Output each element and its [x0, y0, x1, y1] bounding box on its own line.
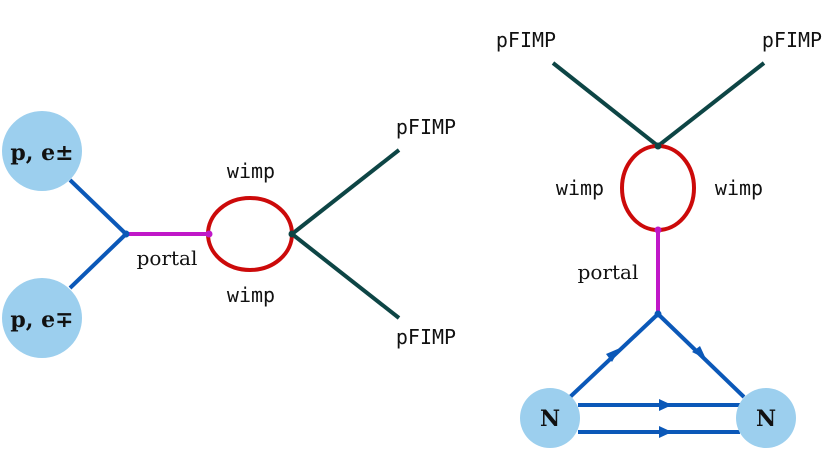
arrow-icon — [692, 346, 706, 359]
vertex-dot — [654, 226, 662, 234]
vertex-dot — [205, 230, 213, 238]
vertex-dot — [288, 230, 296, 238]
pfimp-line-left — [551, 61, 660, 148]
incoming-label-bottom: p, e∓ — [10, 307, 73, 333]
nucleus-label-left: N — [540, 406, 560, 432]
nucleus-blob-right — [736, 388, 796, 448]
pfimp-label-top: pFIMP — [396, 115, 456, 139]
wimp-label-right: wimp — [715, 176, 763, 200]
wimp-loop — [206, 196, 294, 272]
incoming-label-top: p, e± — [10, 140, 73, 166]
wimp-loop — [620, 144, 696, 232]
pfimp-label-left: pFIMP — [496, 28, 556, 52]
vertex-dot — [122, 230, 130, 238]
wimp-label-bottom: wimp — [227, 283, 275, 307]
nucleus-blob-left — [520, 388, 580, 448]
portal-label: portal — [578, 260, 639, 284]
pfimp-line-right — [656, 61, 766, 148]
incoming-particle-blob-top — [2, 111, 82, 191]
portal-label: portal — [137, 246, 198, 270]
incoming-fermion-line-bottom — [68, 232, 128, 290]
pfimp-line-bottom — [290, 232, 401, 320]
arrow-icon — [659, 399, 672, 411]
arrow-icon — [606, 348, 620, 362]
wimp-label-top: wimp — [227, 159, 275, 183]
pfimp-line-top — [290, 148, 401, 236]
wimp-label-left: wimp — [556, 176, 604, 200]
arrow-icon — [659, 426, 672, 438]
annihilation-diagram: p, e± p, e∓ portal wimp wimp pFIMP pFIMP — [2, 111, 456, 358]
pfimp-label-bottom: pFIMP — [396, 325, 456, 349]
incoming-particle-blob-bottom — [2, 278, 82, 358]
vertex-dot — [654, 142, 662, 150]
vertex-dot — [654, 310, 662, 318]
incoming-fermion-line-top — [68, 178, 128, 236]
scattering-diagram: N N pFIMP pFIMP wimp wimp portal — [496, 28, 822, 448]
nucleus-label-right: N — [756, 406, 776, 432]
pfimp-label-right: pFIMP — [762, 28, 822, 52]
